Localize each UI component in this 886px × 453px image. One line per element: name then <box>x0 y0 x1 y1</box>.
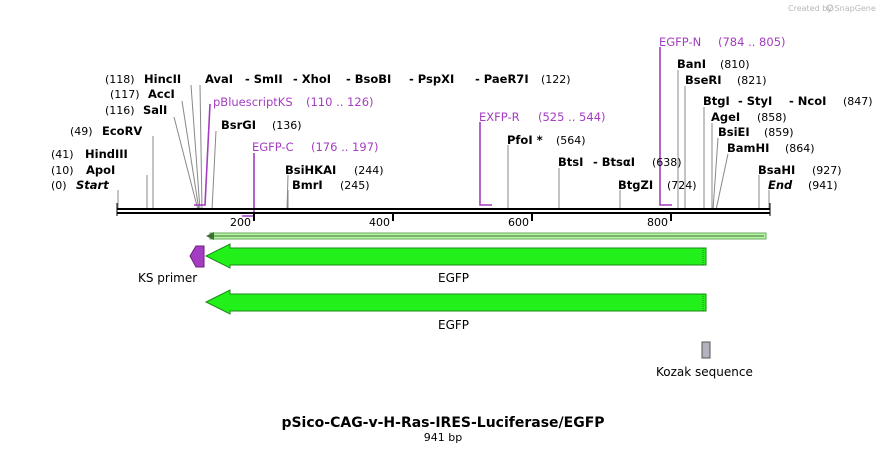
egfp-arrow-1 <box>204 243 707 269</box>
site-leader-lines <box>117 70 770 211</box>
site-paer7i: - PaeR7I <box>475 72 529 86</box>
site-start-pos: (0) <box>51 179 67 192</box>
primer-egfpc: EGFP-C <box>252 140 294 154</box>
primer-pbks: pBluescriptKS <box>213 95 293 109</box>
site-bseri-pos: (821) <box>737 74 767 87</box>
site-styi: - StyI <box>738 94 772 108</box>
site-btgzi-pos: (724) <box>667 179 697 192</box>
primer-egfpc-bracket <box>242 153 255 217</box>
sequence-backbone <box>116 203 771 216</box>
site-bsihkai: BsiHKAI <box>285 163 336 177</box>
site-bmri-pos: (245) <box>340 179 370 192</box>
site-sali-pos: (116) <box>105 104 135 117</box>
tick-label-200: 200 <box>230 216 251 229</box>
map-size: 941 bp <box>424 431 462 444</box>
site-bamhi-pos: (864) <box>785 142 815 155</box>
site-hincii: HincII <box>144 72 181 86</box>
kozak-feature: Kozak sequence <box>656 341 753 379</box>
site-smii: - SmII <box>245 72 283 86</box>
kozak-box <box>701 341 711 359</box>
egfp-feature-1: EGFP <box>204 243 707 285</box>
egfp-label-2: EGFP <box>438 318 469 332</box>
primer-exfpr-bracket <box>479 122 492 206</box>
site-btgi-pos: (847) <box>843 95 873 108</box>
ks-primer-arrow-icon <box>189 245 205 268</box>
site-avai-pos: (122) <box>541 73 571 86</box>
site-bsahi-pos: (927) <box>812 164 842 177</box>
primer-pbks-range: (110 .. 126) <box>306 95 374 109</box>
kozak-label: Kozak sequence <box>656 365 753 379</box>
site-acci-pos: (117) <box>110 88 140 101</box>
site-avai: AvaI <box>205 72 233 86</box>
primer-labels: EGFP-N (784 .. 805) pBluescriptKS (110 .… <box>213 35 786 154</box>
site-bsiei: BsiEI <box>718 125 750 139</box>
tick-label-400: 400 <box>369 216 390 229</box>
site-apoi: ApoI <box>86 163 115 177</box>
tick-label-600: 600 <box>508 216 529 229</box>
site-bamhi: BamHI <box>727 141 769 155</box>
snapgene-logo-icon <box>826 4 834 12</box>
site-end-pos: (941) <box>808 179 838 192</box>
site-ecorv-pos: (49) <box>70 125 93 138</box>
site-hincii-pos: (118) <box>105 73 135 86</box>
primer-pbks-bracket <box>194 103 211 206</box>
map-title: pSico-CAG-v-H-Ras-IRES-Luciferase/EGFP <box>281 415 604 431</box>
site-ecorv: EcoRV <box>102 124 142 138</box>
egfp-label-1: EGFP <box>438 271 469 285</box>
tick-label-800: 800 <box>647 216 668 229</box>
site-pfoi-pos: (564) <box>556 134 586 147</box>
site-bsrgi-pos: (136) <box>272 119 302 132</box>
site-btsai: - BtsαI <box>593 155 635 169</box>
site-xhoi: - XhoI <box>293 72 331 86</box>
site-bani: BanI <box>677 57 706 71</box>
site-agei-pos: (858) <box>757 111 787 124</box>
site-bsihkai-pos: (244) <box>354 164 384 177</box>
primer-egfpn-range: (784 .. 805) <box>718 35 786 49</box>
site-end: End <box>768 178 793 192</box>
site-pfoi: PfoI * <box>507 133 543 147</box>
primer-brackets <box>194 47 672 217</box>
site-bmri: BmrI <box>292 178 323 192</box>
feature-strip <box>206 232 767 240</box>
site-pspxi: - PspXI <box>409 72 454 86</box>
site-acci: AccI <box>148 87 175 101</box>
site-sali: SalI <box>143 103 167 117</box>
ruler: 200 400 600 800 <box>230 213 672 229</box>
site-hindiii-pos: (41) <box>51 148 74 161</box>
egfp-feature-2: EGFP <box>204 289 707 332</box>
primer-exfpr: EXFP-R <box>479 110 520 124</box>
site-btgi: BtgI <box>703 94 730 108</box>
site-apoi-pos: (10) <box>51 164 74 177</box>
ks-primer-feature: KS primer <box>138 245 205 285</box>
primer-exfpr-range: (525 .. 544) <box>538 110 606 124</box>
primer-egfpn: EGFP-N <box>659 35 701 49</box>
site-btsi: BtsI <box>558 155 583 169</box>
site-agei: AgeI <box>711 110 740 124</box>
egfp-arrow-2 <box>204 289 707 315</box>
site-ncoi: - NcoI <box>789 94 826 108</box>
restriction-sites: (0) Start (10) ApoI (41) HindIII (49) Ec… <box>51 57 873 192</box>
site-bsahi: BsaHI <box>758 163 795 177</box>
site-hindiii: HindIII <box>85 147 128 161</box>
site-btgzi: BtgZI <box>618 178 653 192</box>
snapgene-credit: Created by SnapGene <box>788 4 876 13</box>
primer-egfpn-bracket <box>659 47 672 206</box>
primer-egfpc-range: (176 .. 197) <box>311 140 379 154</box>
site-bani-pos: (810) <box>720 58 750 71</box>
site-start: Start <box>76 178 109 192</box>
site-btsi-pos: (638) <box>652 156 682 169</box>
ks-primer-label: KS primer <box>138 271 197 285</box>
site-bsrgi: BsrGI <box>221 118 256 132</box>
site-bseri: BseRI <box>685 73 722 87</box>
site-bsobi: - BsoBI <box>346 72 391 86</box>
site-bsiei-pos: (859) <box>764 126 794 139</box>
